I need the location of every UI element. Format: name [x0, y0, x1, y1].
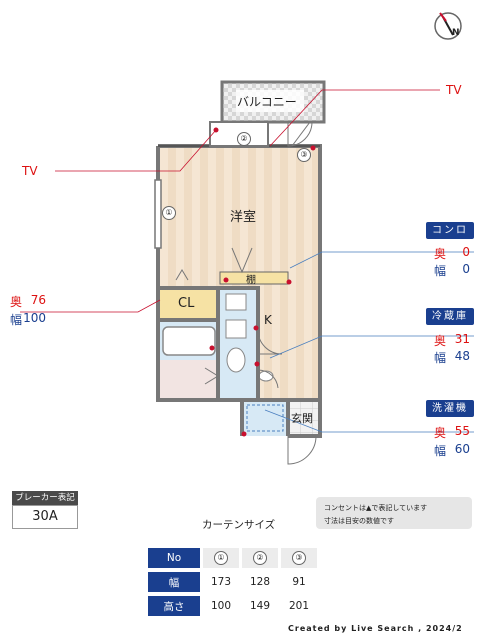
curtain-col-3: ③ — [281, 548, 317, 568]
spec-title-stove: コンロ — [426, 222, 474, 239]
window-marker-3: ③ — [297, 148, 311, 162]
footer-credit: Created by Live Search , 2024/2 — [288, 624, 463, 633]
table-row: 高さ 100 149 201 — [148, 596, 317, 616]
breaker-value: 30A — [12, 505, 78, 529]
curtain-col-2: ② — [242, 548, 278, 568]
curtain-header-no: No — [148, 548, 200, 568]
tv-label-top: TV — [446, 83, 462, 97]
entrance-label: 玄関 — [291, 412, 313, 425]
curtain-row-label-height: 高さ — [148, 596, 200, 616]
breaker-title: ブレーカー表記 — [12, 491, 78, 505]
spec-title-washer: 洗濯機 — [426, 400, 474, 417]
window-1 — [154, 179, 162, 249]
window-marker-2: ② — [237, 132, 251, 146]
window-2 — [209, 121, 269, 147]
table-cell: 91 — [292, 576, 306, 588]
spec-title-fridge: 冷蔵庫 — [426, 308, 474, 325]
table-cell: 173 — [210, 576, 232, 588]
laundry-area — [242, 400, 288, 436]
legend-note: コンセントは▲で表記しています 寸法は目安の数値です — [316, 497, 472, 529]
note-line-1: コンセントは▲で表記しています — [324, 504, 428, 512]
compass-icon — [434, 12, 462, 40]
leader-lines-red — [20, 89, 440, 313]
kitchen-label: K — [264, 313, 272, 327]
curtain-col-1: ① — [203, 548, 239, 568]
shelf-label: 棚 — [246, 275, 256, 286]
table-cell: 100 — [210, 600, 232, 612]
table-cell: 128 — [249, 576, 271, 588]
closet-area — [158, 288, 218, 318]
kitchen-floor — [258, 288, 320, 400]
curtain-size-table: No ① ② ③ 幅 173 128 91 高さ 100 149 201 — [145, 544, 320, 620]
balcony-label: バルコニー — [237, 95, 297, 109]
table-row: 幅 173 128 91 — [148, 572, 317, 592]
note-line-2: 寸法は目安の数値です — [324, 517, 394, 525]
closet-label: CL — [178, 296, 195, 311]
table-cell: 201 — [288, 600, 310, 612]
curtain-row-label-width: 幅 — [148, 572, 200, 592]
western-room-label: 洋室 — [230, 210, 257, 225]
curtain-title: カーテンサイズ — [202, 519, 276, 531]
doors — [175, 121, 317, 465]
table-cell: 149 — [249, 600, 271, 612]
table-row: No ① ② ③ — [148, 548, 317, 568]
tv-label-left: TV — [22, 164, 38, 178]
shelf-area — [219, 271, 289, 285]
compass-north-label: N — [452, 28, 460, 38]
window-marker-1: ① — [162, 206, 176, 220]
outlet-markers — [209, 127, 316, 437]
breaker-box: ブレーカー表記 30A — [12, 491, 78, 529]
entrance-floor — [288, 400, 320, 436]
leader-lines-blue — [264, 251, 474, 433]
